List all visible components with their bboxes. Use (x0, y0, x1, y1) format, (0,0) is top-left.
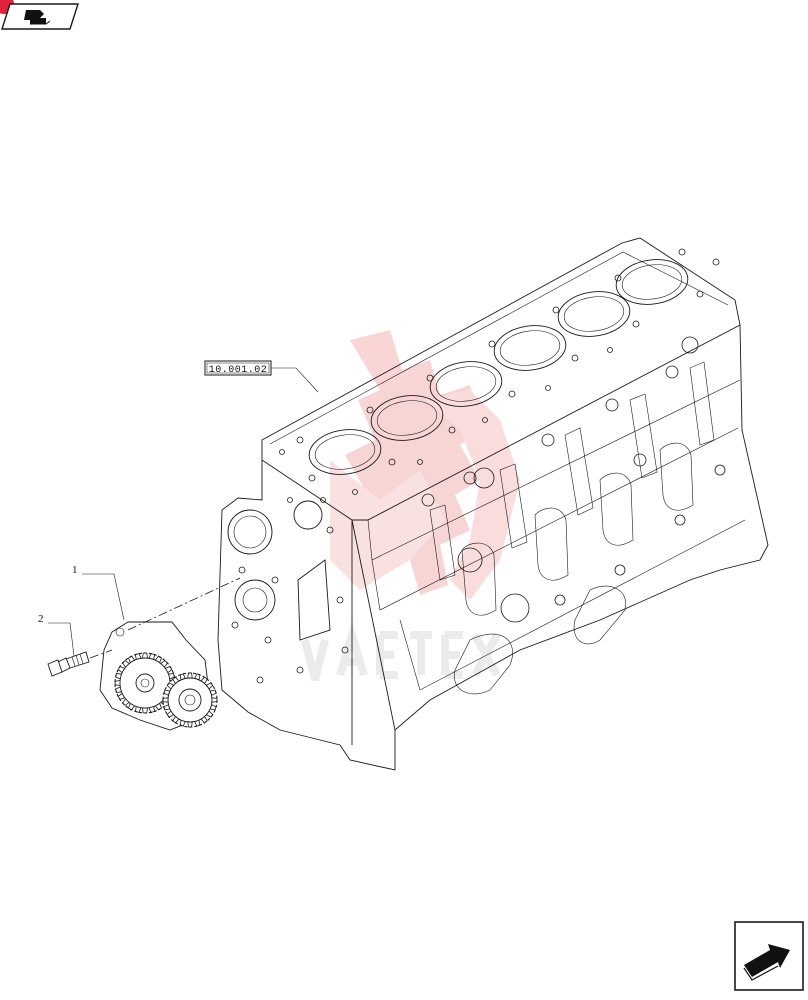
gear-tooth (210, 689, 217, 696)
gear-small (162, 672, 218, 728)
gear-tooth (165, 665, 173, 674)
gear-tooth (179, 720, 186, 727)
gear-tooth (160, 660, 168, 668)
arrow-book-glyph-edge (743, 965, 779, 981)
assembly-line-pump (127, 577, 241, 631)
gear-tooth (179, 673, 186, 680)
gear-tooth (211, 697, 218, 703)
gear-tooth (135, 706, 142, 713)
callout-leader-2 (48, 622, 75, 657)
callout-leader-1 (82, 573, 125, 621)
gear-tooth (148, 653, 155, 660)
gear-tooth (127, 703, 136, 711)
next-page-icon[interactable] (734, 921, 804, 991)
gear-tooth (127, 655, 136, 663)
reference-leader (271, 367, 319, 393)
arrow-book-glyph (744, 944, 790, 977)
gear-tooth (142, 652, 148, 659)
callout-label-1: 1 (72, 564, 78, 576)
bolt-part (47, 651, 90, 677)
gear-tooth (122, 660, 130, 668)
gear-tooth (154, 703, 163, 711)
callout-label-2: 2 (38, 613, 44, 625)
gear-tooth (163, 689, 170, 696)
reference-box: 10.001.02 (204, 360, 319, 393)
gear-tooth (206, 682, 214, 690)
gear-tooth (200, 676, 208, 684)
gear-tooth (117, 692, 125, 701)
gear-tooth (210, 704, 217, 711)
book-arrow-glyph-edge (30, 20, 51, 25)
engine-block-illustration (217, 237, 769, 771)
gear-tooth (135, 653, 142, 660)
gear-tooth (187, 672, 193, 679)
gear-tooth (166, 682, 174, 690)
gear-tooth (187, 721, 193, 728)
callout-1: 1 (72, 564, 125, 621)
assembly-line-bolt (89, 649, 113, 659)
gear-tooth (154, 655, 163, 663)
gear-tooth (115, 673, 122, 680)
gear-tooth (168, 673, 175, 680)
book-arrow-glyph (24, 10, 46, 24)
gear-tooth (122, 698, 130, 706)
previous-page-icon[interactable] (0, 0, 79, 30)
gear-tooth (194, 673, 201, 680)
watermark-logo (301, 330, 520, 681)
gear-tooth (200, 716, 208, 724)
gear-tooth (206, 710, 214, 718)
gear-tooth (166, 710, 174, 718)
gear-tooth (172, 676, 180, 684)
reference-label: 10.001.02 (209, 365, 268, 376)
gear-tooth (163, 704, 170, 711)
gear-tooth (194, 720, 201, 727)
gear-tooth (114, 680, 121, 686)
oil-pump-part (99, 621, 218, 731)
gear-tooth (172, 716, 180, 724)
gear-tooth (117, 665, 125, 674)
gear-tooth (148, 706, 155, 713)
gear-tooth (142, 707, 148, 714)
gear-tooth (162, 697, 169, 703)
callout-2: 2 (38, 613, 75, 657)
gear-tooth (115, 686, 122, 693)
